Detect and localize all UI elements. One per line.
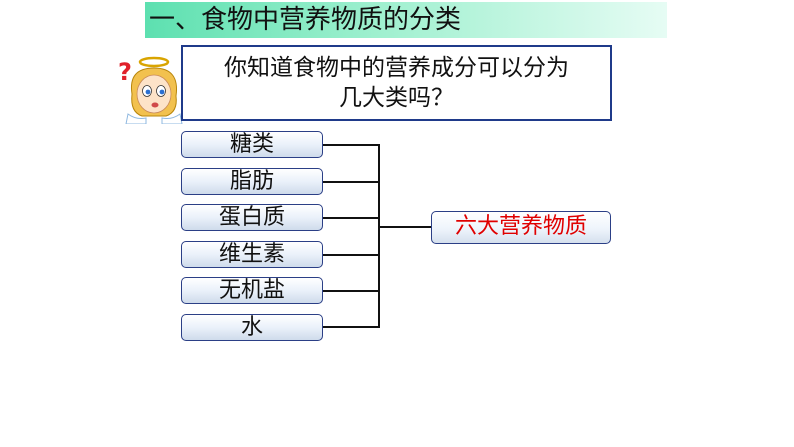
six-nutrients-box: 六大营养物质: [431, 211, 611, 244]
title-bar: 一、食物中营养物质的分类: [145, 2, 667, 38]
nutrient-fat: 脂肪: [181, 168, 323, 195]
nutrient-vitamin: 维生素: [181, 241, 323, 268]
page-title: 一、食物中营养物质的分类: [149, 5, 462, 35]
nutrient-mineral: 无机盐: [181, 277, 323, 304]
nutrient-protein: 蛋白质: [181, 204, 323, 231]
question-line-1: 你知道食物中的营养成分可以分为: [224, 55, 569, 81]
nutrient-water: 水: [181, 314, 323, 341]
question-mark: ?: [118, 58, 132, 86]
nutrient-sugar: 糖类: [181, 131, 323, 158]
question-box: 你知道食物中的营养成分可以分为 几大类吗？: [181, 45, 612, 121]
angel-thinking-icon: ?: [118, 56, 183, 124]
question-line-2: 几大类吗？: [339, 85, 454, 111]
